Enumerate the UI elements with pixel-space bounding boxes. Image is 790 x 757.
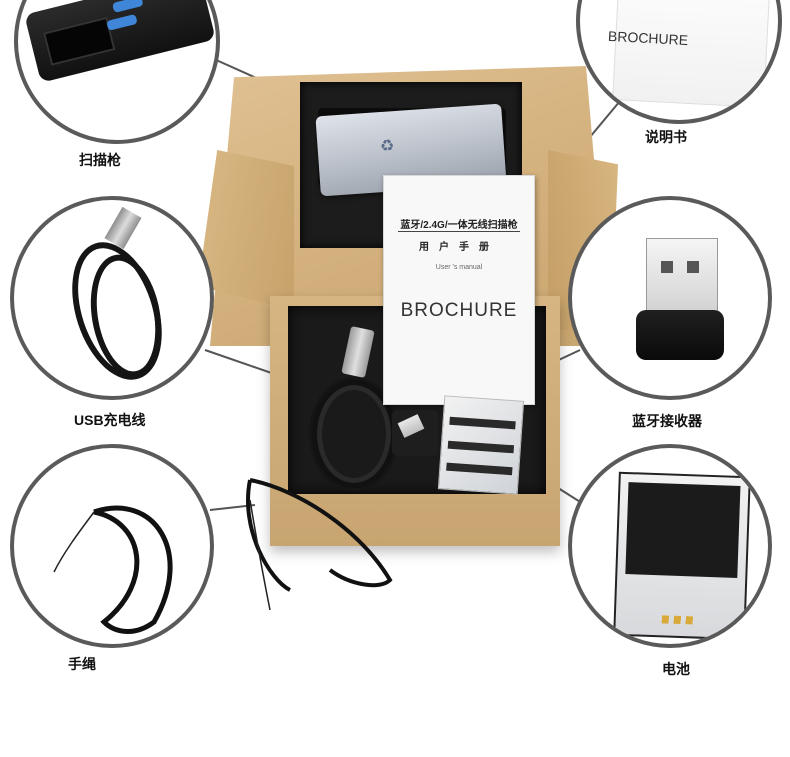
recycle-icon: ♻: [379, 137, 395, 156]
brochure-title: 蓝牙/2.4G/一体无线扫描枪: [400, 220, 518, 231]
battery-label: [625, 482, 741, 578]
scanner-button-icon: [106, 13, 138, 31]
circle-dongle: [568, 196, 772, 400]
label-cable: USB充电线: [74, 412, 146, 428]
brochure-in-box: 蓝牙/2.4G/一体无线扫描枪 用户手册 User 's manual BROC…: [383, 175, 535, 405]
brochure-brand: BROCHURE: [400, 300, 518, 321]
scanner-button-icon: [112, 0, 144, 13]
scanner-window: [43, 16, 116, 66]
label-scanner: 扫描枪: [79, 152, 121, 168]
battery-in-box: [437, 395, 525, 495]
box-flap-left: [198, 150, 294, 310]
battery: [613, 471, 751, 641]
label-strap: 手绳: [68, 656, 96, 672]
brochure-subtitle: 用户手册: [419, 242, 499, 253]
scanner-device: [24, 0, 216, 83]
circle-battery: [568, 444, 772, 648]
battery-contacts: [661, 615, 696, 625]
strap-out-of-box: [246, 478, 393, 611]
dongle-body: [636, 310, 724, 360]
dongle-usb-metal: [646, 238, 718, 320]
dongle-usb-head: [397, 414, 425, 438]
manual-sheet: [612, 0, 772, 108]
circle-cable: [10, 196, 214, 400]
label-battery: 电池: [662, 661, 690, 677]
circle-strap: [10, 444, 214, 648]
label-manual: 说明书: [645, 129, 687, 145]
label-dongle: 蓝牙接收器: [632, 413, 702, 429]
dongle-in-box: [392, 410, 438, 456]
brochure-rule: [398, 231, 520, 232]
brochure-subtitle-en: User 's manual: [435, 264, 483, 271]
strap-rope: [53, 505, 173, 634]
